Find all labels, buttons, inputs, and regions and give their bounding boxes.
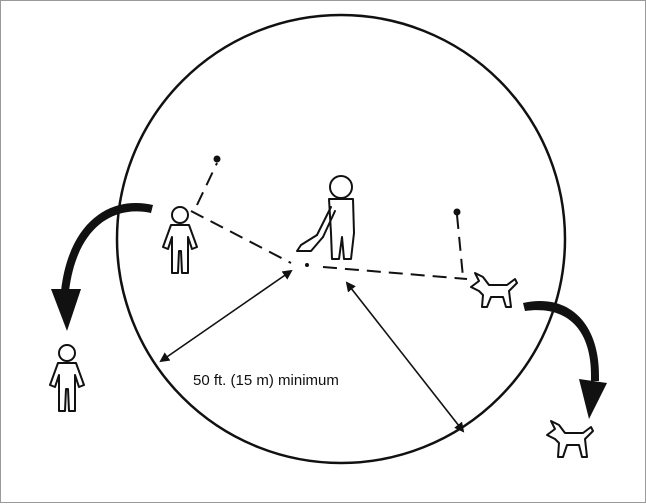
- move-out-arrow-right: [523, 301, 607, 419]
- distance-label: 50 ft. (15 m) minimum: [193, 372, 339, 389]
- person-outside-figure: [49, 344, 85, 412]
- projectile-dot-left: [213, 155, 221, 163]
- distance-arrow-right: [345, 281, 465, 433]
- move-out-arrow-left: [51, 202, 153, 331]
- center-point: [305, 263, 309, 267]
- distance-arrows: [159, 269, 465, 433]
- dashed-lines: [190, 162, 468, 280]
- operator-figure: [296, 175, 355, 260]
- dog-outside-figure: [546, 420, 594, 458]
- person-inside-figure: [162, 206, 198, 274]
- safety-zone-circle: [115, 13, 567, 465]
- projectile-dot-right: [453, 208, 461, 216]
- distance-arrow-left: [159, 269, 293, 363]
- dog-inside-figure: [470, 272, 518, 308]
